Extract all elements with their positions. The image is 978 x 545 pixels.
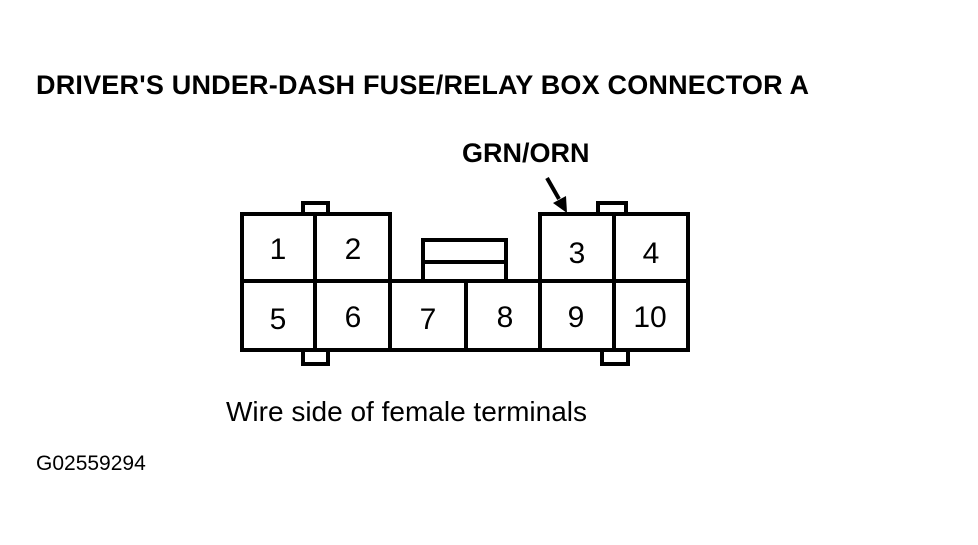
figure-id: G02559294 [36, 452, 146, 475]
terminal-numbers: 1 2 3 4 5 6 7 8 9 10 [270, 233, 667, 336]
terminal-8-label: 8 [497, 301, 514, 334]
diagram-title: DRIVER'S UNDER-DASH FUSE/RELAY BOX CONNE… [36, 70, 810, 100]
wire-color-label: GRN/ORN [462, 138, 590, 168]
terminal-4-label: 4 [643, 237, 660, 270]
connector-outline [240, 212, 690, 352]
terminal-5-label: 5 [270, 303, 287, 336]
terminal-9-label: 9 [568, 301, 585, 334]
terminal-2-label: 2 [345, 233, 362, 266]
terminal-3-label: 3 [569, 237, 586, 270]
terminal-10-label: 10 [633, 301, 666, 334]
pointer-arrow [545, 177, 567, 213]
view-caption: Wire side of female terminals [226, 396, 588, 427]
connector-latch-tabs [301, 201, 630, 366]
terminal-7-label: 7 [420, 303, 437, 336]
terminal-1-label: 1 [270, 233, 287, 266]
terminal-6-label: 6 [345, 301, 362, 334]
connector-lock-key [421, 238, 508, 281]
